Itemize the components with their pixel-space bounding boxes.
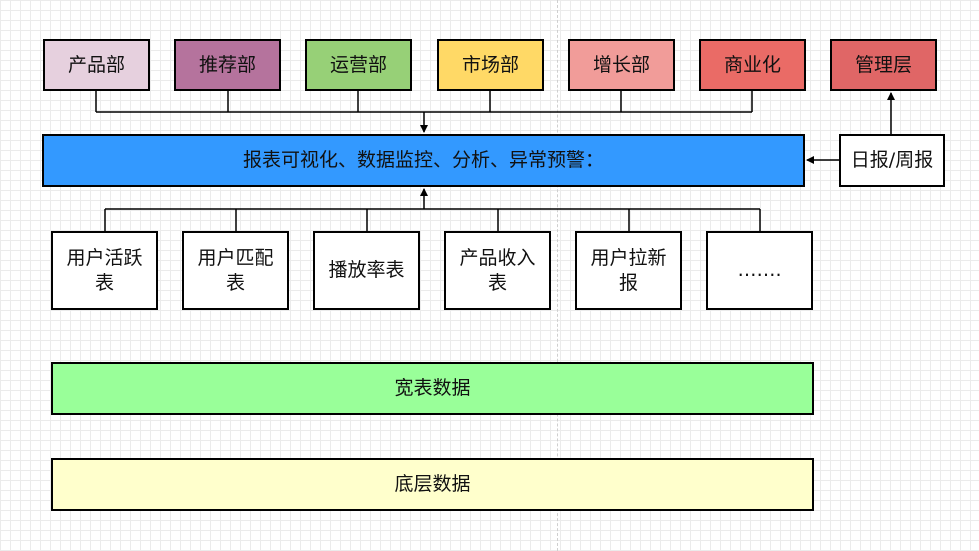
report-label: 产品收入表 bbox=[459, 246, 536, 294]
dept-commercial: 商业化 bbox=[699, 39, 806, 91]
report-play-rate: 播放率表 bbox=[313, 231, 420, 310]
report-user-match: 用户匹配表 bbox=[182, 231, 289, 310]
report-label: ……. bbox=[737, 259, 782, 281]
report-label: 用户匹配表 bbox=[197, 246, 274, 294]
periodic-report-box: 日报/周报 bbox=[839, 134, 945, 187]
report-more: ……. bbox=[706, 231, 813, 310]
report-label: 播放率表 bbox=[328, 259, 405, 281]
management-label: 管理层 bbox=[854, 53, 912, 76]
visualization-label: 报表可视化、数据监控、分析、异常预警： bbox=[242, 149, 604, 171]
report-user-acquisition: 用户拉新报 bbox=[575, 231, 682, 310]
dept-product: 产品部 bbox=[43, 39, 150, 91]
report-connector bbox=[104, 188, 761, 231]
report-label: 用户拉新报 bbox=[590, 246, 667, 294]
dept-growth: 增长部 bbox=[568, 39, 675, 91]
base-data-bar: 底层数据 bbox=[51, 458, 814, 511]
visualization-bar: 报表可视化、数据监控、分析、异常预警： bbox=[42, 134, 805, 187]
base-data-label: 底层数据 bbox=[394, 473, 471, 495]
report-product-revenue: 产品收入表 bbox=[444, 231, 551, 310]
periodic-report-label: 日报/周报 bbox=[850, 149, 934, 171]
dept-connector bbox=[95, 91, 753, 133]
management-box: 管理层 bbox=[830, 39, 937, 91]
dept-recommend-label: 推荐部 bbox=[198, 53, 256, 76]
report-label: 用户活跃表 bbox=[66, 246, 143, 294]
dept-operations: 运营部 bbox=[305, 39, 412, 91]
dept-recommend: 推荐部 bbox=[174, 39, 281, 91]
dept-growth-label: 增长部 bbox=[592, 53, 650, 76]
wide-data-label: 宽表数据 bbox=[394, 377, 471, 399]
wide-data-bar: 宽表数据 bbox=[51, 362, 814, 415]
dept-product-label: 产品部 bbox=[67, 53, 125, 76]
report-user-active: 用户活跃表 bbox=[51, 231, 158, 310]
dept-market-label: 市场部 bbox=[461, 53, 519, 76]
dept-commercial-label: 商业化 bbox=[723, 53, 781, 76]
dashed-divider bbox=[557, 0, 558, 551]
dept-operations-label: 运营部 bbox=[329, 53, 387, 76]
dept-market: 市场部 bbox=[437, 39, 544, 91]
